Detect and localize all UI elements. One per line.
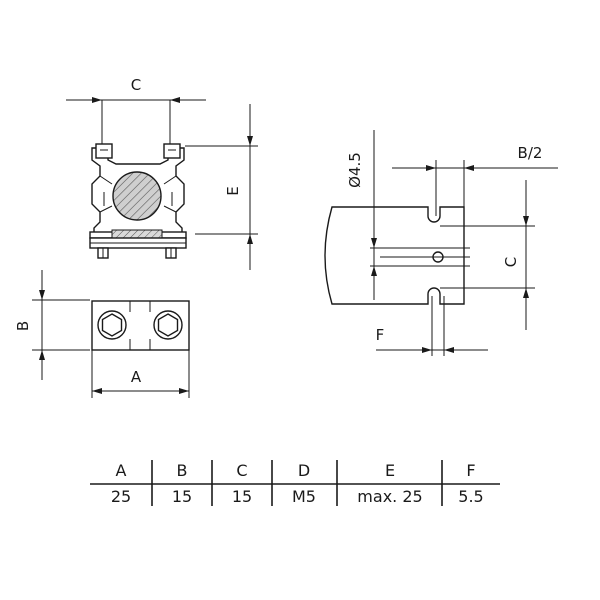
side-dim-c-label: C (502, 257, 520, 267)
table-value-b: 15 (172, 487, 192, 506)
table-value-a: 25 (111, 487, 131, 506)
table-header-c: C (236, 461, 247, 480)
table-value-c: 15 (232, 487, 252, 506)
table-header-e: E (385, 461, 395, 480)
table-header-b: B (177, 461, 188, 480)
front-dim-c-label: C (131, 76, 141, 94)
table-value-d: M5 (292, 487, 316, 506)
table-header-d: D (298, 461, 310, 480)
table-header-f: F (466, 461, 475, 480)
front-view: C E (66, 76, 258, 270)
top-view: B A (14, 270, 190, 398)
top-dim-b-label: B (14, 321, 32, 331)
side-view: Ø4.5 B/2 C F (324, 130, 558, 356)
dimension-table: A B C D E F 25 15 15 M5 max. 25 5.5 (90, 460, 500, 506)
conductor-section (112, 171, 162, 221)
top-dim-a-label: A (131, 368, 142, 386)
side-dim-b-half-label: B/2 (518, 144, 543, 162)
side-dim-f-label: F (376, 326, 385, 344)
table-header-a: A (116, 461, 127, 480)
table-value-f: 5.5 (458, 487, 483, 506)
table-value-e: max. 25 (357, 487, 422, 506)
front-dim-e-label: E (224, 186, 242, 195)
side-diameter-label: Ø4.5 (346, 152, 364, 188)
